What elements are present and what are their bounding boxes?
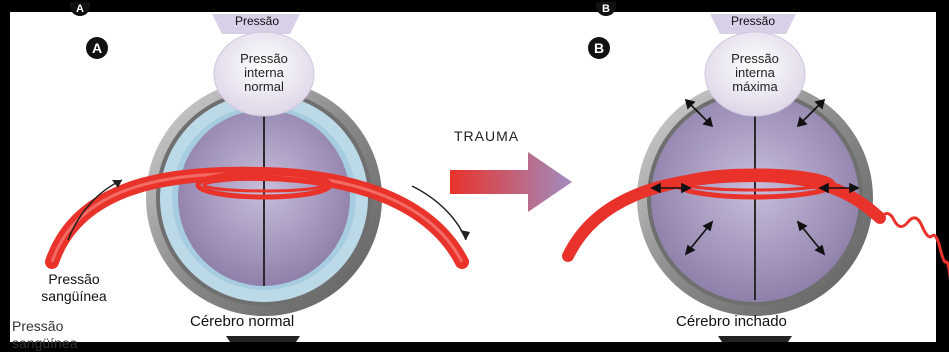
panel-b-top-label: Pressão [722,14,784,28]
panel-b-bubble-line-1: Pressão [710,52,800,66]
panel-b-bubble-line-2: interna [710,66,800,80]
panel-a-bottom-tab [226,336,300,342]
panel-a-bubble-text: Pressão interna normal [219,52,309,94]
panel-a-caption: Cérebro normal [190,313,294,330]
panel-b-bubble-text: Pressão interna máxima [710,52,800,94]
frame-right [936,0,949,352]
frame-top [0,0,949,12]
cut-off-line-2: sangüínea [12,335,77,352]
cut-off-label: Pressão sangüínea [12,318,77,352]
trauma-arrow-shape [450,152,572,212]
blood-pressure-line-1: Pressão [34,271,114,288]
panel-b-bottom-tab [718,336,792,342]
trauma-label: TRAUMA [454,128,519,144]
panel-b-letter-badge: B [588,37,610,59]
panel-a-bubble-line-2: interna [219,66,309,80]
panel-a-top-label: Pressão [226,14,288,28]
frame-left [0,0,10,352]
panel-a-bubble-line-3: normal [219,80,309,94]
panel-b-caption: Cérebro inchado [676,313,787,330]
panel-a-letter-badge: A [86,37,108,59]
blood-pressure-line-2: sangüínea [34,288,114,305]
panel-b-bubble-line-3: máxima [710,80,800,94]
frame-bottom [0,342,949,352]
trauma-arrow [450,152,572,212]
panel-a-bubble-line-1: Pressão [219,52,309,66]
blood-pressure-label: Pressão sangüínea [34,271,114,305]
cut-off-line-1: Pressão [12,318,77,335]
